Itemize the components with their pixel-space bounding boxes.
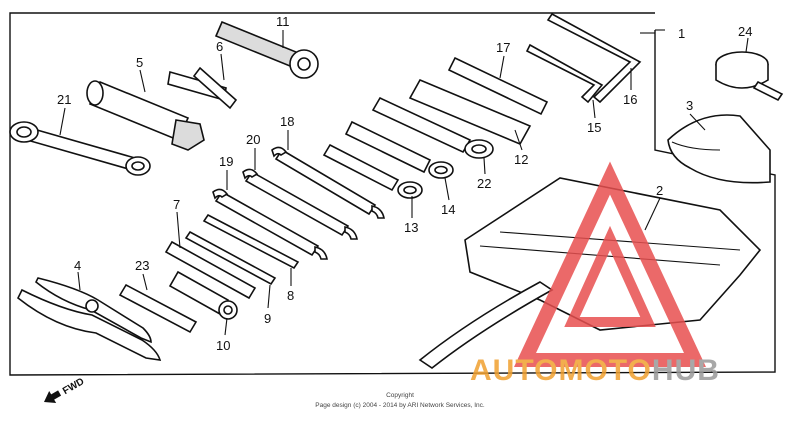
callout-7: 7 xyxy=(173,197,180,212)
watermark-text: AUTOMOTOHUB xyxy=(470,354,720,387)
part-box-wrench-21 xyxy=(9,121,151,176)
callout-10: 10 xyxy=(216,338,230,353)
callout-21: 21 xyxy=(57,92,71,107)
callout-15: 15 xyxy=(587,120,601,135)
watermark-part-2: HUB xyxy=(652,354,720,387)
part-spark-plug-wrench-10 xyxy=(168,270,238,320)
part-hex-key-15 xyxy=(525,43,604,104)
part-socket-tube-5 xyxy=(86,80,205,151)
callout-24: 24 xyxy=(738,24,752,39)
callout-23: 23 xyxy=(135,258,149,273)
part-pouch-3 xyxy=(667,114,771,184)
part-pliers-4 xyxy=(16,277,162,361)
callout-2: 2 xyxy=(656,183,663,198)
callout-20: 20 xyxy=(246,132,260,147)
copyright-line-1: Copyright xyxy=(386,392,414,399)
callout-4: 4 xyxy=(74,258,81,273)
part-screwdriver-8 xyxy=(202,213,300,270)
part-screwdriver-handle-7 xyxy=(164,240,257,300)
part-open-wrench-20 xyxy=(242,168,358,240)
callout-13: 13 xyxy=(404,220,418,235)
part-box-wrench-13 xyxy=(322,143,423,199)
part-screwdriver-9 xyxy=(184,230,277,286)
automotohub-watermark: AUTOMOTOHUB xyxy=(470,161,720,387)
callout-19: 19 xyxy=(219,154,233,169)
callout-14: 14 xyxy=(441,202,455,217)
watermark-part-1: AUTOMOTO xyxy=(470,354,652,387)
callout-6: 6 xyxy=(216,39,223,54)
part-box-wrench-14 xyxy=(344,120,454,179)
callout-5: 5 xyxy=(136,55,143,70)
callout-16: 16 xyxy=(623,92,637,107)
part-box-wrench-22 xyxy=(371,96,494,159)
callout-12: 12 xyxy=(514,152,528,167)
callout-3: 3 xyxy=(686,98,693,113)
part-open-wrench-18 xyxy=(271,146,385,219)
part-spoke-wrench-11 xyxy=(214,20,319,79)
fwd-arrow-icon: FWD xyxy=(44,376,86,404)
part-feeler-gauge-6 xyxy=(167,66,238,110)
diagram-frame xyxy=(9,12,776,376)
watermark-triangle-icon xyxy=(514,161,706,367)
callout-9: 9 xyxy=(264,311,271,326)
copyright-line-2: Page design (c) 2004 - 2014 by ARI Netwo… xyxy=(315,402,485,409)
part-open-wrench-19 xyxy=(212,188,328,260)
callout-8: 8 xyxy=(287,288,294,303)
part-hex-key-16 xyxy=(546,12,642,104)
callout-1: 1 xyxy=(678,26,685,41)
part-24 xyxy=(715,51,784,102)
callout-18: 18 xyxy=(280,114,294,129)
callout-11: 11 xyxy=(276,14,290,29)
callout-17: 17 xyxy=(496,40,510,55)
fwd-label: FWD xyxy=(61,376,86,397)
callout-22: 22 xyxy=(477,176,491,191)
part-rod-17 xyxy=(447,56,549,116)
part-tool-23 xyxy=(118,283,198,334)
